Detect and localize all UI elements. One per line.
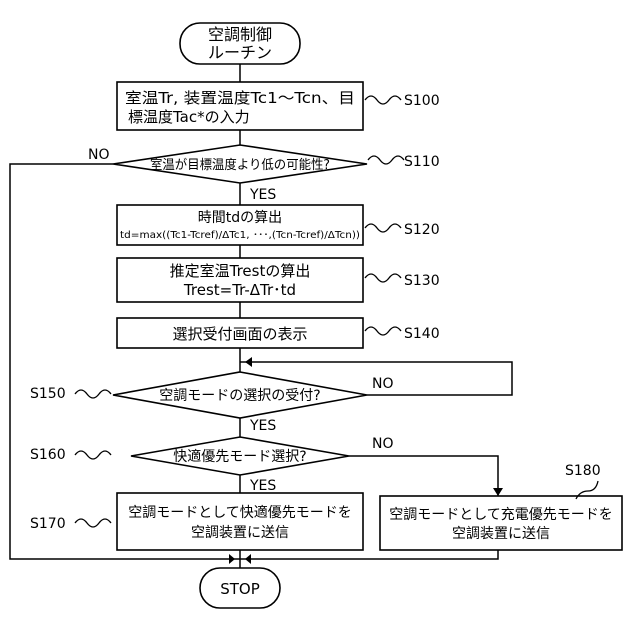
start-text-line2: ルーチン [208,43,272,62]
decision-s110: 室温が目標温度より低の可能性? S110 YES NO [88,145,440,203]
step-s170: 空調モードとして快適優先モードを 空調装置に送信 S170 [30,493,363,550]
s130-leader [365,274,401,282]
s100-label: S100 [404,93,440,109]
s150-question: 空調モードの選択の受付? [159,388,320,404]
s170-text-line1: 空調モードとして快適優先モードを [128,504,352,521]
s100-text-line2: 標温度Tac*の入力 [128,108,250,126]
s180-label: S180 [565,463,601,479]
s110-yes-label: YES [249,187,276,203]
step-s130: 推定室温Trestの算出 Trest=Tr-ΔTr･td S130 [117,258,440,302]
s120-formula: td=max((Tc1-Tcref)/ΔTc1, ･･･,(Tcn-Tcref)… [120,230,360,241]
s110-leader [368,156,404,164]
s160-no-label: NO [372,436,394,452]
s140-text: 選択受付画面の表示 [172,325,307,343]
s170-label: S170 [30,516,66,532]
s110-no-label: NO [88,147,110,163]
step-s100: 室温Tr, 装置温度Tc1～Tcn、目 標温度Tac*の入力 S100 [117,82,440,130]
s120-label: S120 [404,222,440,238]
s130-text-line1: 推定室温Trestの算出 [170,262,311,280]
s150-leader [75,390,111,398]
s110-label: S110 [404,154,440,170]
s150-no-label: NO [372,376,394,392]
start-terminal: 空調制御 ルーチン [180,23,300,64]
s170-leader [75,519,111,527]
s170-text-line2: 空調装置に送信 [191,525,289,541]
start-text-line1: 空調制御 [208,25,272,44]
s180-text-line1: 空調モードとして充電優先モードを [389,507,613,523]
s140-label: S140 [404,326,440,342]
step-s180: 空調モードとして充電優先モードを 空調装置に送信 S180 [380,463,622,550]
stop-terminal: STOP [200,568,280,608]
stop-text: STOP [220,580,260,598]
s160-label: S160 [30,447,66,463]
s110-question: 室温が目標温度より低の可能性? [150,157,330,173]
s140-leader [365,327,401,335]
decision-s150: 空調モードの選択の受付? S150 YES NO [30,372,394,434]
s160-question: 快適優先モード選択? [173,448,306,465]
s160-leader [75,451,111,459]
s120-text-line1: 時間tdの算出 [198,210,282,226]
step-s120: 時間tdの算出 td=max((Tc1-Tcref)/ΔTc1, ･･･,(Tc… [117,205,440,245]
decision-s160: 快適優先モード選択? S160 YES NO [30,436,394,494]
step-s140: 選択受付画面の表示 S140 [117,318,440,348]
s130-label: S130 [404,273,440,289]
s150-label: S150 [30,386,66,402]
s160-yes-label: YES [249,478,276,494]
s100-leader [365,96,401,104]
s120-leader [365,224,401,232]
s150-yes-label: YES [249,418,276,434]
s180-text-line2: 空調装置に送信 [452,526,550,542]
s130-formula: Trest=Tr-ΔTr･td [183,281,296,299]
s100-text-line1: 室温Tr, 装置温度Tc1～Tcn、目 [125,89,355,107]
